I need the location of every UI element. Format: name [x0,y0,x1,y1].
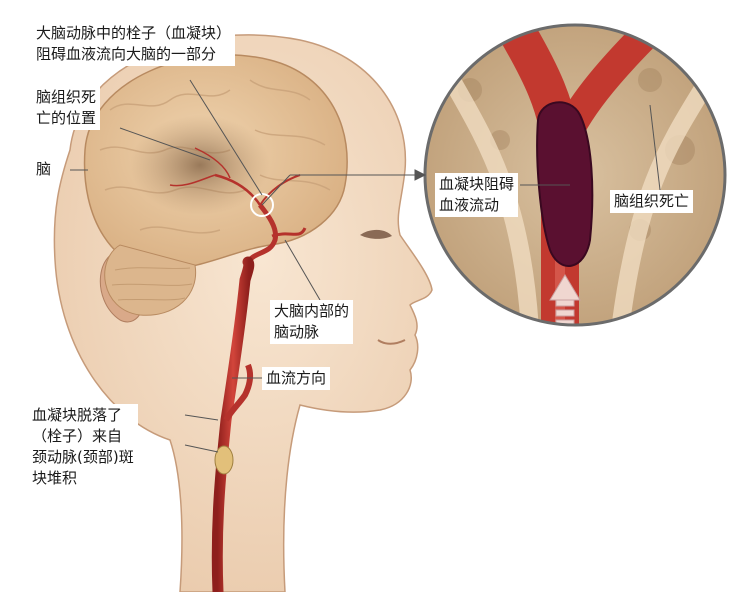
label-brain: 脑 [32,158,55,181]
label-internal-artery: 大脑内部的 脑动脉 [270,300,353,344]
label-embolus: 大脑动脉中的栓子（血凝块） 阻碍血液流向大脑的一部分 [32,22,235,66]
label-clot-origin: 血凝块脱落了 （栓子）来自 颈动脉(颈部)斑 块堆积 [28,404,138,490]
label-dead-tissue-location: 脑组织死 亡的位置 [32,86,100,130]
label-clot-blocks-flow: 血凝块阻碍 血液流动 [435,173,518,217]
label-dead-tissue: 脑组织死亡 [610,190,693,213]
label-blood-flow-direction: 血流方向 [262,367,330,390]
